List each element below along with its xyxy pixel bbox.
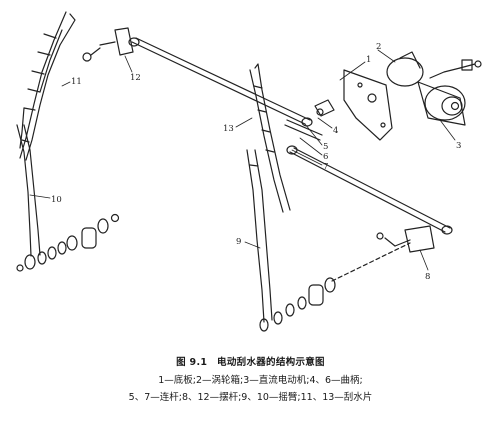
label-part-1: 1	[366, 55, 371, 65]
alignment-dashed-line	[331, 242, 411, 282]
leader-lines	[29, 49, 456, 271]
figure-title: 图 9.1 电动刮水器的结构示意图	[176, 357, 325, 368]
link-rod-7	[286, 145, 453, 235]
washer-stack-9	[259, 277, 336, 332]
label-part-4: 4	[333, 126, 338, 136]
base-plate-1	[343, 69, 393, 141]
label-part-2: 2	[376, 42, 381, 52]
washer-stack-10	[16, 213, 120, 272]
motor-assembly	[386, 51, 482, 126]
label-part-13: 13	[223, 124, 234, 134]
pivot-bracket-12	[82, 27, 134, 62]
label-part-10: 10	[51, 195, 62, 205]
link-rod-5	[128, 37, 313, 127]
label-part-6: 6	[323, 152, 328, 162]
wiper-arm-9	[246, 149, 273, 323]
label-part-12: 12	[130, 73, 141, 83]
wiper-arm-10	[16, 124, 41, 257]
caption-line-1: 1—底板;2—涡轮箱;3—直流电动机;4、6—曲柄;	[158, 375, 363, 386]
label-part-3: 3	[456, 141, 461, 151]
wiper-blade-13	[249, 63, 291, 213]
label-part-8: 8	[425, 272, 430, 282]
caption-line-2: 5、7—连杆;8、12—摆杆;9、10—摇臂;11、13—刮水片	[128, 392, 373, 403]
label-part-9: 9	[236, 237, 241, 247]
pivot-bracket-8	[376, 225, 435, 253]
crank-4-6	[284, 99, 335, 141]
wiper-blade-11	[19, 11, 76, 161]
label-part-11: 11	[71, 77, 82, 87]
wiper-structure-diagram: 1 2 3 4 5 6 7 8 9 10 11 12 13	[16, 11, 482, 332]
label-part-5: 5	[323, 142, 328, 152]
label-part-7: 7	[323, 162, 328, 172]
